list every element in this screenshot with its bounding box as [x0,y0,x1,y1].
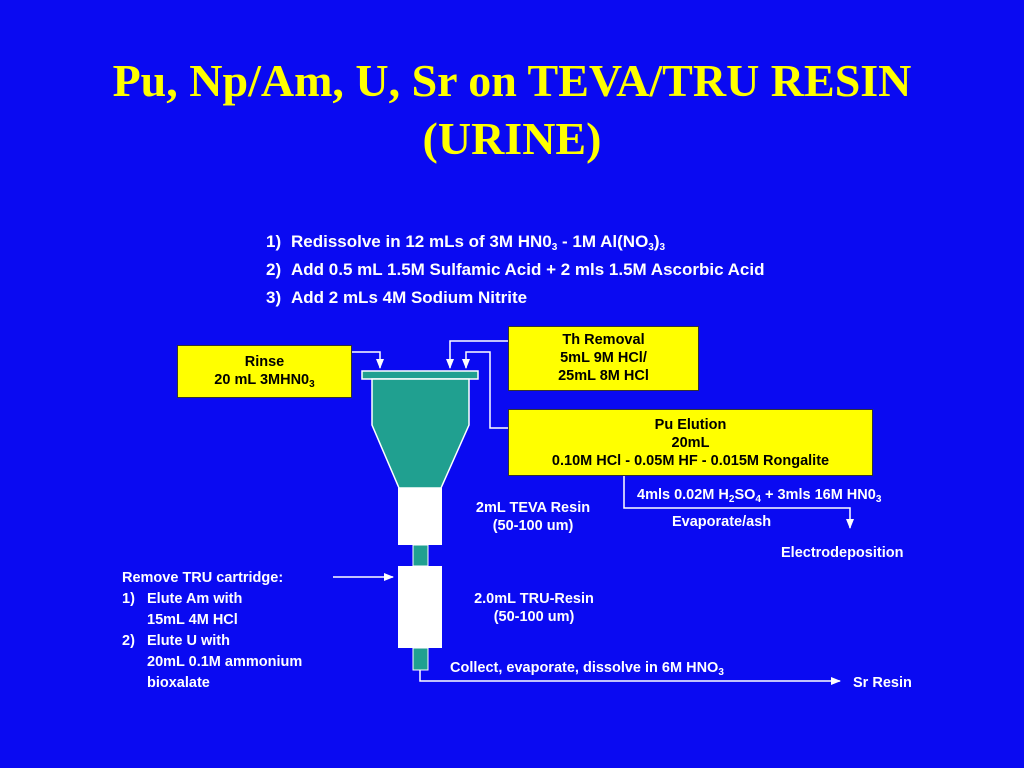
outlet-tube [412,647,429,671]
pu-elution-box: Pu Elution 20mL 0.10M HCl - 0.05M HF - 0… [508,409,873,476]
tru-cartridge [398,566,442,648]
step-text: Redissolve in 12 mLs of 3M HN0 [291,232,552,251]
sr-resin-arrow [419,670,841,685]
pu-elution-label: Pu Elution [654,417,727,433]
evaporate-ash-label: Evaporate/ash [672,514,772,530]
step-number: 2) [266,260,282,279]
teva-cartridge [398,488,442,545]
rinse-arrow [352,351,384,369]
step-number: 3) [266,288,282,307]
connector-tube [412,544,429,567]
collect-label: Collect, evaporate, dissolve in 6M HNO3 [450,660,724,678]
rinse-label: Rinse [244,354,285,370]
th-removal-arrow [446,340,508,369]
column-rim [361,370,479,380]
rinse-reagent: 20 mL 3MHN0 [214,372,310,388]
remove-tru-heading: Remove TRU cartridge: [122,570,284,586]
procedure-steps: 1)Redissolve in 12 mLs of 3M HN03 - 1M A… [266,228,764,312]
electro-reagent: 4mls 0.02M H2SO4 + 3mls 16M HN03 [637,487,882,505]
step-text: Add 2 mLs 4M Sodium Nitrite [291,288,528,307]
tru-resin-label: 2.0mL TRU-Resin (50-100 um) [474,591,594,625]
teva-resin-label: 2mL TEVA Resin (50-100 um) [475,500,591,534]
title-line-2: (URINE) [422,113,602,164]
th-removal-reagent-1: 5mL 9M HCl/ [560,350,647,366]
pu-elution-arrow [462,351,508,429]
th-removal-reagent-2: 25mL 8M HCl [558,368,649,384]
title-line-1: Pu, Np/Am, U, Sr on TEVA/TRU RESIN [112,55,912,106]
rinse-box: Rinse 20 mL 3MHN03 [177,345,352,398]
pu-elution-reagent: 0.10M HCl - 0.05M HF - 0.015M Rongalite [551,453,830,469]
sr-resin-label: Sr Resin [853,675,912,691]
pu-elution-volume: 20mL [671,435,710,451]
step-number: 1) [266,232,282,251]
resin-reservoir [371,378,470,489]
electrodeposition-label: Electrodeposition [781,545,904,561]
slide-title: Pu, Np/Am, U, Sr on TEVA/TRU RESIN (URIN… [0,52,1024,168]
th-removal-box: Th Removal 5mL 9M HCl/ 25mL 8M HCl [508,326,699,391]
step-3: 3) Add 2 mLs 4M Sodium Nitrite [266,284,764,312]
th-removal-label: Th Removal [562,332,645,348]
step-text: Add 0.5 mL 1.5M Sulfamic Acid + 2 mls 1.… [291,260,765,279]
step-1: 1)Redissolve in 12 mLs of 3M HN03 - 1M A… [266,228,764,256]
step-2: 2) Add 0.5 mL 1.5M Sulfamic Acid + 2 mls … [266,256,764,284]
evaporate-line [623,476,854,529]
